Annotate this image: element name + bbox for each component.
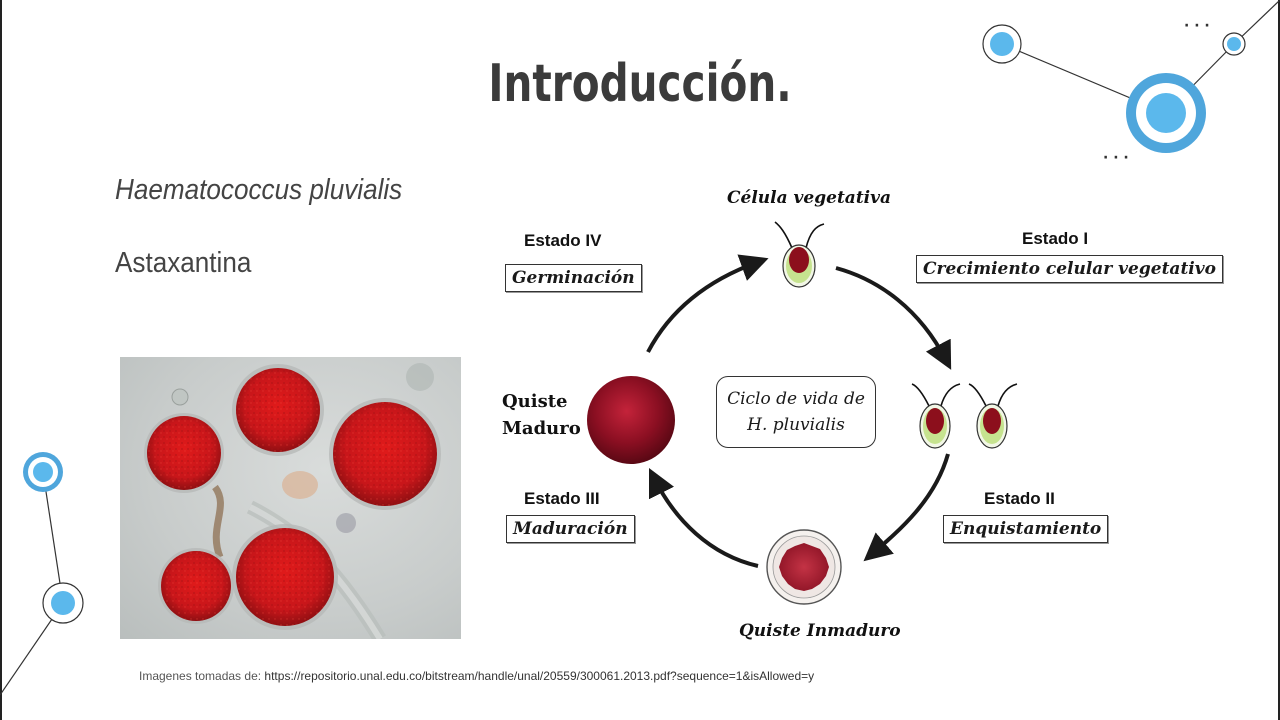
- stage-2-name-box: Enquistamiento: [943, 515, 1109, 543]
- species-name: Haematococcus pluvialis: [115, 174, 403, 206]
- dividing-cell-left-icon: [911, 383, 961, 449]
- node-ring-icon: [23, 452, 63, 492]
- cyst-cell-2: [232, 364, 324, 456]
- pigment-name: Astaxantina: [115, 247, 252, 279]
- stage-3-label: Estado III: [524, 489, 600, 508]
- stage-1-name-box: Crecimiento celular vegetativo: [916, 255, 1223, 283]
- mature-cyst-icon: [587, 376, 675, 464]
- arrow-stage-1: [835, 266, 952, 370]
- image-credits: Imagenes tomadas de: https://repositorio…: [139, 669, 814, 683]
- arrow-stage-3: [648, 467, 759, 568]
- cycle-center-line1: Ciclo de vida de: [727, 389, 865, 409]
- cyst-cell-1: [144, 413, 224, 493]
- ellipsis-bottom: · · ·: [1103, 150, 1129, 166]
- stage-2-label: Estado II: [984, 489, 1055, 508]
- slide-frame-left: [0, 0, 2, 720]
- cycle-center-box: Ciclo de vida de H. pluvialis: [716, 376, 876, 448]
- cyst-cell-3: [329, 398, 441, 510]
- left-network: [0, 452, 84, 696]
- stage-1-label: Estado I: [1022, 229, 1089, 248]
- life-cycle-diagram: [587, 221, 1018, 605]
- cyst-cell-5: [232, 524, 338, 630]
- cyst-cell-4: [158, 548, 234, 624]
- credits-url-link[interactable]: https://repositorio.unal.edu.co/bitstrea…: [264, 669, 815, 683]
- cycle-center-line2: H. pluvialis: [747, 415, 845, 435]
- vegetative-cell-label: Célula vegetativa: [727, 188, 892, 208]
- slide-frame-right: [1278, 0, 1280, 720]
- dividing-cell-right-icon: [968, 383, 1018, 449]
- ellipsis-top: · · ·: [1184, 18, 1210, 34]
- stage-3-name-box: Maduración: [506, 515, 635, 543]
- mature-cyst-label-line2: Maduro: [502, 418, 581, 439]
- micrograph-image: [120, 357, 461, 639]
- arrow-stage-4: [646, 254, 769, 353]
- vegetative-cell-icon: [774, 221, 825, 288]
- stage-4-label: Estado IV: [524, 231, 602, 250]
- stage-4-name-box: Germinación: [505, 264, 642, 292]
- node-outlined-circle-icon: [42, 582, 84, 624]
- arrow-stage-2: [863, 453, 950, 562]
- immature-cyst-icon: [766, 529, 842, 605]
- mature-cyst-label-line1: Quiste: [502, 391, 568, 412]
- immature-cyst-label: Quiste Inmaduro: [739, 621, 901, 641]
- credits-prefix: Imagenes tomadas de:: [139, 669, 262, 683]
- slide-title: Introducción.: [488, 54, 792, 114]
- node-tiny-circle-icon: [1222, 32, 1246, 56]
